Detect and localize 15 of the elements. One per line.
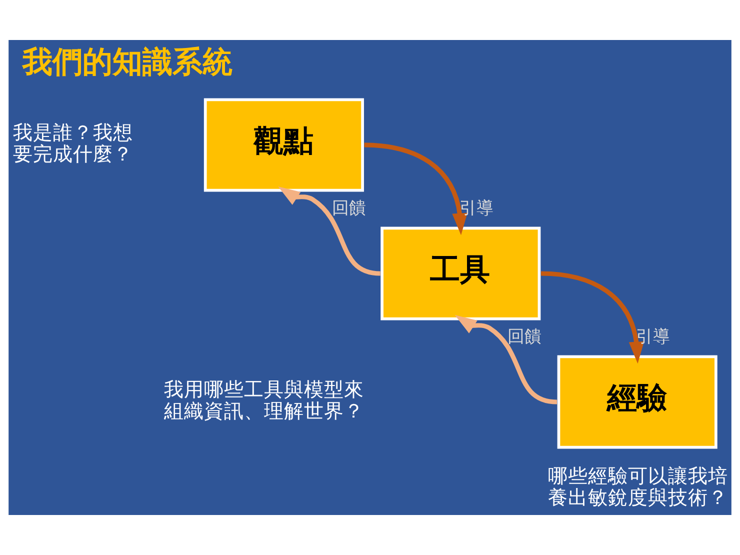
node-label: 我是誰？我想要完成什麼？ [13, 120, 134, 166]
arrow [454, 315, 558, 404]
edge-label: 回饋 [332, 198, 366, 218]
arrow [540, 271, 644, 364]
arrow [364, 142, 468, 236]
node-box: 經驗 [557, 355, 718, 449]
node-label: 哪些經驗可以讓我培養出敏銳度與技術？ [548, 464, 728, 510]
edge-label: 引導 [636, 326, 670, 347]
node-box: 觀點 [204, 98, 364, 192]
arrow [278, 186, 381, 276]
edge-label: 引導 [459, 198, 494, 218]
edge-label: 回饋 [508, 326, 542, 347]
diagram-title: 我們的知識系統 [22, 44, 232, 80]
node-box: 工具 [380, 226, 541, 320]
node-label: 我用哪些工具與模型來組織資訊、理解世界？ [164, 378, 364, 423]
